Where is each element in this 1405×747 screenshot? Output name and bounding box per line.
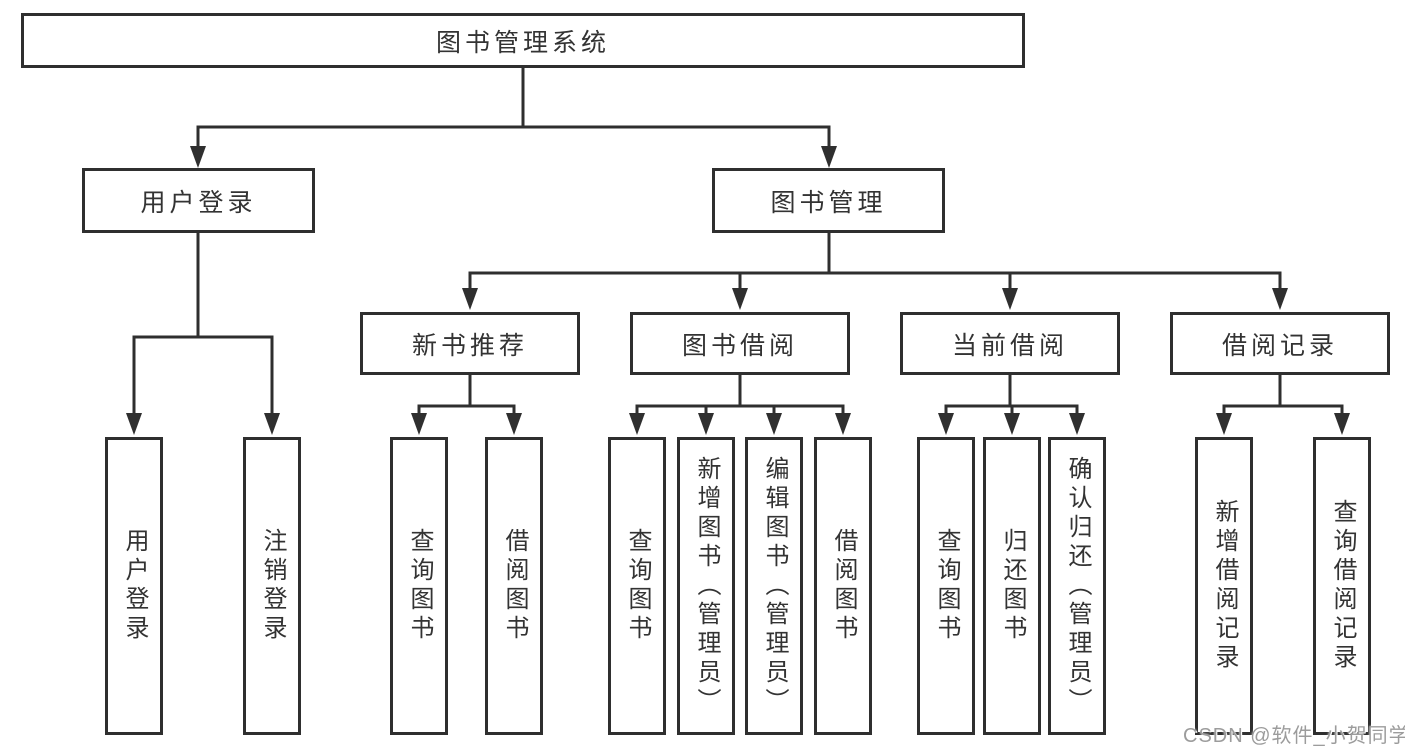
connector-book-management-to-sections (462, 233, 1288, 310)
connector-book-borrow-to-leaves (629, 375, 851, 435)
node-borrow-records: 借阅记录 (1170, 312, 1390, 375)
node-current-borrow: 当前借阅 (900, 312, 1120, 375)
leaf-cb-confirm-return-admin: 确认归还（管理员） (1048, 437, 1106, 735)
connector-new-book-recommend-to-leaves (411, 375, 522, 435)
node-book-borrow: 图书借阅 (630, 312, 850, 375)
connector-user-login-to-leaves (126, 233, 280, 435)
leaf-cb-query-book: 查询图书 (917, 437, 975, 735)
leaf-bb-borrow-book: 借阅图书 (814, 437, 872, 735)
node-root: 图书管理系统 (21, 13, 1025, 68)
node-new-book-recommend: 新书推荐 (360, 312, 580, 375)
leaf-nbr-borrow-book: 借阅图书 (485, 437, 543, 735)
leaf-nbr-query-book: 查询图书 (390, 437, 448, 735)
node-user-login: 用户登录 (82, 168, 315, 233)
leaf-br-query-record: 查询借阅记录 (1313, 437, 1371, 735)
leaf-br-add-record: 新增借阅记录 (1195, 437, 1253, 735)
watermark: CSDN @软件_小贺同学 (1183, 725, 1405, 747)
leaf-bb-query-book: 查询图书 (608, 437, 666, 735)
leaf-cb-return-book: 归还图书 (983, 437, 1041, 735)
connector-root-to-level2 (190, 68, 837, 168)
leaf-logout: 注销登录 (243, 437, 301, 735)
leaf-bb-add-book-admin: 新增图书（管理员） (677, 437, 735, 735)
connector-borrow-records-to-leaves (1216, 375, 1350, 435)
leaf-bb-edit-book-admin: 编辑图书（管理员） (745, 437, 803, 735)
node-book-management: 图书管理 (712, 168, 945, 233)
connector-current-borrow-to-leaves (938, 375, 1085, 435)
leaf-user-login: 用户登录 (105, 437, 163, 735)
